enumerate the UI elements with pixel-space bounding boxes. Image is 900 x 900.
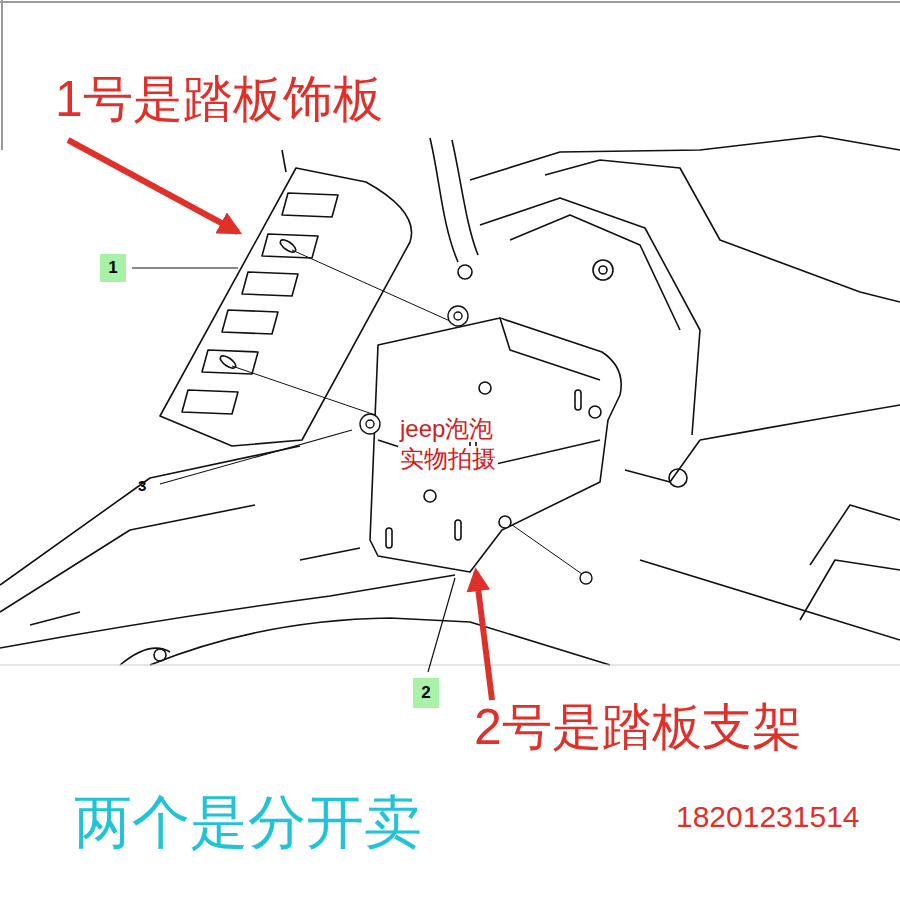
panel-slots	[182, 193, 338, 414]
callout-box: 1	[100, 254, 126, 282]
heading-label: 2号是踏板支架	[474, 700, 802, 755]
callout-number: 2	[421, 684, 430, 703]
note-label: 两个是分开卖	[74, 790, 422, 854]
interior-outline	[0, 136, 900, 665]
watermark: 实物拍摄	[398, 446, 498, 472]
callout-box: 2	[413, 678, 439, 708]
watermark: jeep泡泡	[398, 416, 495, 442]
frame-edge	[0, 0, 900, 150]
callout-number: 3	[138, 478, 146, 495]
pedal-bracket	[370, 318, 621, 572]
callout-number: 1	[108, 259, 117, 278]
clip-fasteners	[360, 306, 592, 584]
phone-number: 18201231514	[676, 800, 860, 833]
heading-label: 1号是踏板饰板	[55, 72, 383, 127]
